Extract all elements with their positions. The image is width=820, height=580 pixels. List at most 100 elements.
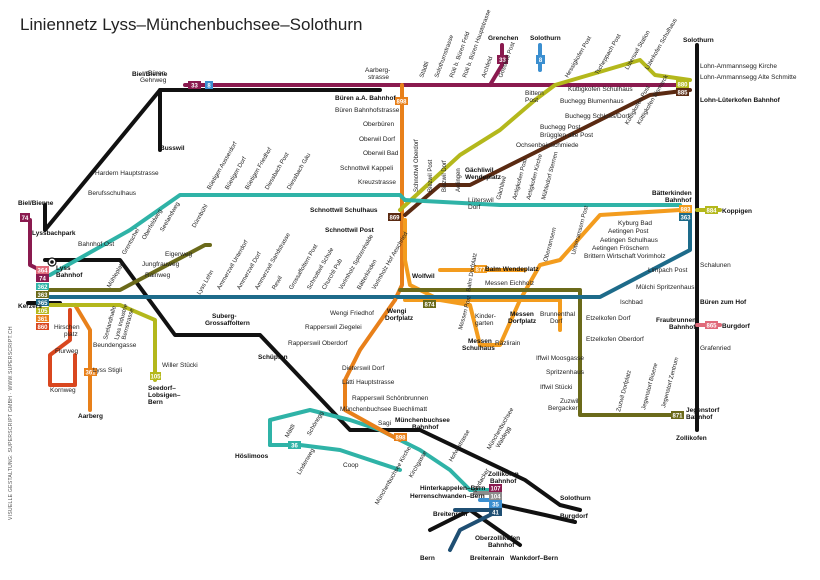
line-burgdorf-bottom[interactable] [498, 503, 577, 524]
terminal-burgdorf-bottom[interactable]: Burgdorf [560, 513, 589, 520]
station-maettli[interactable]: Mättli [285, 424, 297, 439]
station-oberbueren[interactable]: Oberbüren [363, 121, 394, 128]
station-kindergarten[interactable]: Kinder-garten [475, 313, 496, 327]
station-brueggelen[interactable]: Brügglen alte Post [540, 132, 593, 139]
station-kornweg[interactable]: Kornweg [50, 387, 76, 394]
station-coop[interactable]: Coop [343, 462, 359, 469]
station-hinterkappelen[interactable]: Hinterkappelen–Bern [420, 485, 485, 492]
terminal-solothurn-right[interactable]: Solothurn [683, 37, 714, 44]
station-grafenried[interactable]: Grafenried [700, 345, 731, 352]
station-sagi[interactable]: Sagi [378, 420, 391, 427]
station-flurweg[interactable]: Flurweg [55, 348, 79, 355]
station-breitenrain[interactable]: Breitenrain [433, 511, 467, 518]
station-bueren-bahnhof[interactable]: Büren a.A. Bahnhof [335, 95, 397, 102]
station-jegenstorf-bisene[interactable]: Jegenstorf Bisene [641, 362, 659, 411]
station-zuzwil-dorfplatz[interactable]: Zuzwil Dorfplatz [616, 370, 633, 413]
station-bueren-zum-hof[interactable]: Büren zum Hof [700, 299, 747, 306]
terminal-zollikofen[interactable]: Zollikofen [676, 435, 707, 442]
line-red-grenchen[interactable] [488, 43, 504, 87]
station-laetti[interactable]: Lätti Hauptstrasse [342, 379, 395, 386]
station-kyburg-bad[interactable]: Kyburg Bad [618, 220, 652, 227]
station-diessbach-gaeu[interactable]: Diessbach Gäu [287, 152, 313, 191]
station-oberramsern[interactable]: Oberramsern [543, 227, 558, 263]
station-spritzenhaus[interactable]: Spritzenhaus [546, 369, 585, 376]
station-biezwil-dorf[interactable]: Biezwil Dorf [442, 160, 448, 192]
station-schnottwil-schulhaus[interactable]: Schnottwil Schulhaus [310, 207, 378, 214]
station-waldegg[interactable]: MünchenbuchseeWaldegg [487, 406, 522, 454]
station-mb-buechlimatt[interactable]: Münchenbuchsee Buechlimatt [340, 406, 427, 413]
station-schuepfen[interactable]: Schüpfen [258, 354, 288, 361]
line-lyss-green[interactable] [48, 303, 157, 382]
station-lohn-kirche[interactable]: Lohn-Ammannsegg Kirche [700, 63, 777, 70]
station-aetingen[interactable]: Aetingen [456, 168, 462, 192]
station-busswil[interactable]: Busswil [160, 145, 185, 152]
station-lyss-lehn[interactable]: Lyss Lehn [197, 269, 216, 296]
line-teal-main[interactable] [48, 193, 407, 277]
station-bueren-bahnhofstrasse[interactable]: Büren Bahnhofstrasse [335, 107, 400, 114]
line-orange-jegenstorf[interactable] [403, 298, 562, 332]
station-iffwil-stuecki[interactable]: Iffwil Stücki [540, 384, 572, 391]
station-aetingen-schulhaus[interactable]: Aetingen Schulhaus [600, 237, 659, 244]
station-rapperswil-schoenbrunnen[interactable]: Rapperswil Schönbrunnen [352, 395, 429, 402]
line-teal-baetterkinden[interactable] [403, 198, 682, 207]
station-balm-wendeplatz[interactable]: Balm Wendeplatz [485, 266, 539, 273]
line-petrol-main[interactable] [48, 213, 692, 299]
station-lindenweg[interactable]: Lindenweg [297, 448, 317, 476]
line-lyss-red[interactable] [48, 308, 77, 387]
line-lyss-orange[interactable] [73, 303, 92, 412]
station-messen-eichholz[interactable]: Messen Eichholz [485, 280, 534, 287]
station-rapperswil-oberdorf[interactable]: Rapperswil Oberdorf [288, 340, 348, 347]
station-buchegg-blumenhaus[interactable]: Buchegg Blumenhaus [560, 98, 624, 105]
station-lohn-bahnhof[interactable]: Lohn-Lüterkofen Bahnhof [700, 97, 781, 104]
station-rainweg[interactable]: Rainweg [145, 272, 171, 279]
station-suberg[interactable]: Suberg-Grossaffoltern [205, 313, 250, 327]
station-schnottwil-post[interactable]: Schnottwil Post [325, 227, 375, 234]
station-herrenschwanden[interactable]: Herrenschwanden–Bern [410, 493, 485, 500]
station-jegenstorf-zentrum[interactable]: Jegenstorf Zentrum [661, 357, 680, 409]
line-teal-mbuchsee-b[interactable] [268, 443, 402, 472]
station-schnottwil-kappeli[interactable]: Schnottwil Kappeli [340, 165, 393, 172]
line-darkblue-bottom[interactable] [448, 508, 502, 552]
station-lueterkofen-schulhaus[interactable]: Lüterkofen Schulhaus [645, 18, 679, 71]
station-oberwil-bad[interactable]: Oberwil Bad [363, 150, 399, 157]
station-buchegg-schloss[interactable]: Buchegg Schloss/Dorf [565, 113, 630, 120]
station-muehleplatz[interactable]: Mühleplatz [107, 261, 127, 289]
station-hardern[interactable]: Hardern Hauptstrasse [95, 170, 159, 177]
terminal-kerzers[interactable]: Kerzers [18, 303, 42, 310]
station-oberwil-dorf[interactable]: Oberwil Dorf [359, 136, 395, 143]
station-kreuzstrasse[interactable]: Kreuzstrasse [358, 179, 396, 186]
station-ochsenbein[interactable]: Ochsenbeinschmiede [516, 142, 579, 149]
station-lohn-schmitte[interactable]: Lohn-Ammannsegg Alte Schmitte [700, 74, 797, 81]
line-biel-busswil[interactable] [43, 88, 382, 232]
line-orange-rapperswil[interactable] [343, 298, 402, 442]
line-orange-messen[interactable] [403, 208, 682, 347]
station-archfeld[interactable]: Archfeld [481, 56, 494, 79]
station-eigerweg[interactable]: Eigerweg [165, 251, 192, 258]
station-brittern-wirtschaft[interactable]: Brittern Wirtschaft [584, 253, 636, 260]
terminal-seedorf[interactable]: Seedorf–Lobsigen–Bern [148, 385, 181, 406]
station-limpach-post[interactable]: Limpach Post [648, 267, 688, 274]
terminal-biel-top[interactable]: Biel/Bienne [132, 71, 168, 78]
station-kuettigkofen-schulhaus[interactable]: Küttigkofen Schulhaus [568, 86, 633, 93]
station-lyssbachpark[interactable]: Lyssbachpark [32, 230, 76, 237]
terminal-bern[interactable]: Bern [420, 555, 435, 562]
line-orange-vertical[interactable] [393, 83, 404, 302]
station-staedtli[interactable]: Städtli [419, 61, 430, 79]
station-dieterswil-dorf[interactable]: Dieterswil Dorf [342, 365, 384, 372]
terminal-aarberg[interactable]: Aarberg [78, 413, 103, 420]
station-aetigkofen-kirche[interactable]: Aetigkofen Kirche [526, 153, 544, 201]
station-wolfwil[interactable]: Wolfwil [412, 273, 435, 280]
terminal-grenchen[interactable]: Grenchen [488, 35, 518, 42]
